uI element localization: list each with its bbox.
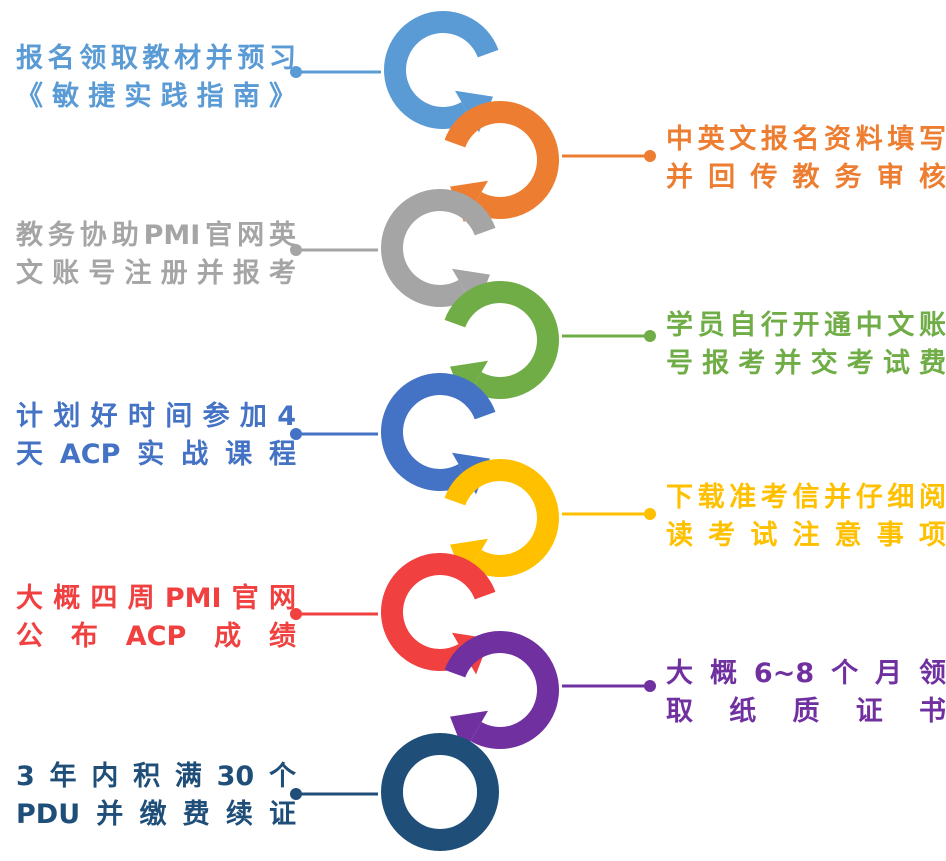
step-8-line-2: 取纸质证书 [666, 696, 946, 727]
step-ring-group-8 [444, 631, 656, 753]
connector-dot-1 [290, 66, 302, 78]
step-3-line-1: 教务协助PMI官网英 [16, 220, 296, 251]
ring-arc-2 [444, 101, 559, 219]
ring-arc-7 [381, 553, 496, 671]
ring-arc-1 [384, 11, 499, 129]
step-ring-group-4 [444, 281, 656, 403]
step-label-2: 中英文报名资料填写 并回传教务审核 [666, 121, 946, 197]
step-label-1: 报名领取教材并预习 《敏捷实践指南》 [16, 40, 296, 116]
arrow-head-icon-6 [450, 538, 488, 581]
ring-arc-3 [381, 189, 496, 307]
step-1-line-1: 报名领取教材并预习 [16, 43, 296, 74]
connector-dot-7 [290, 608, 302, 620]
step-6-line-1: 下载准考信并仔细阅 [666, 482, 946, 513]
step-label-8: 大概6~8个月领 取纸质证书 [666, 655, 946, 731]
connector-dot-9 [290, 788, 302, 800]
connector-dot-5 [290, 428, 302, 440]
ring-arc-8 [444, 631, 559, 749]
connector-dot-4 [644, 330, 656, 342]
step-label-7: 大概四周PMI官网 公布ACP成绩 [16, 580, 296, 656]
step-2-line-1: 中英文报名资料填写 [666, 124, 946, 155]
arrow-head-icon-8 [450, 710, 488, 753]
step-3-line-2: 文账号注册并报考 [16, 258, 296, 289]
step-7-line-2: 公布ACP成绩 [16, 621, 296, 652]
step-label-9: 3年内积满30个 PDU并缴费续证 [16, 758, 296, 834]
ring-arc-5 [381, 373, 496, 491]
step-ring-group-3 [290, 189, 496, 311]
step-label-4: 学员自行开通中文账 号报考并交考试费 [666, 307, 946, 383]
step-9-line-1: 3年内积满30个 [16, 761, 296, 792]
connector-dot-2 [644, 150, 656, 162]
step-7-line-1: 大概四周PMI官网 [16, 583, 296, 614]
step-label-3: 教务协助PMI官网英 文账号注册并报考 [16, 217, 296, 293]
ring-9 [381, 733, 499, 851]
step-label-5: 计划好时间参加4 天ACP实战课程 [16, 398, 296, 474]
step-1-line-2: 《敏捷实践指南》 [16, 81, 296, 112]
step-label-6: 下载准考信并仔细阅 读考试注意事项 [666, 479, 946, 555]
step-5-line-1: 计划好时间参加4 [16, 401, 296, 432]
step-9-line-2: PDU并缴费续证 [16, 799, 296, 830]
ring-arc-4 [444, 281, 559, 399]
ring-arc-6 [444, 459, 559, 577]
step-5-line-2: 天ACP实战课程 [16, 439, 296, 470]
step-ring-group-9 [290, 733, 499, 851]
step-ring-group-6 [444, 459, 656, 581]
step-8-line-1: 大概6~8个月领 [666, 658, 946, 689]
step-6-line-2: 读考试注意事项 [666, 520, 946, 551]
step-4-line-2: 号报考并交考试费 [666, 348, 946, 379]
step-4-line-1: 学员自行开通中文账 [666, 310, 946, 341]
connector-dot-3 [290, 244, 302, 256]
connector-dot-8 [644, 680, 656, 692]
connector-dot-6 [644, 508, 656, 520]
step-2-line-2: 并回传教务审核 [666, 162, 946, 193]
